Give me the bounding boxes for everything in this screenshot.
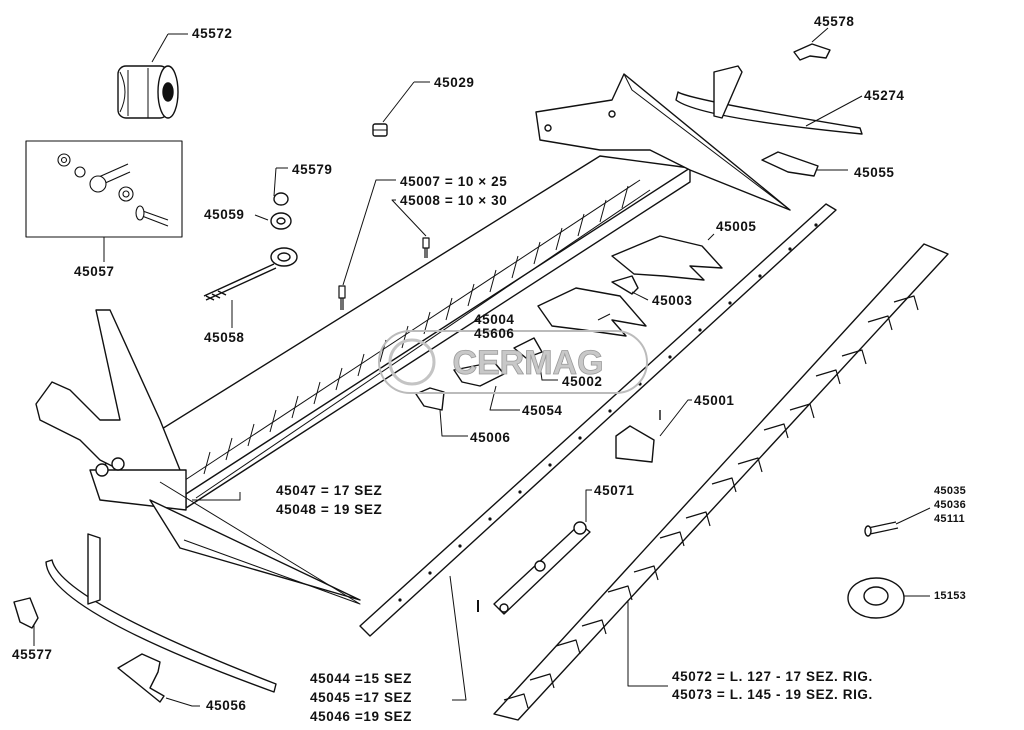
part-label-45046: 45046 =19 SEZ <box>310 709 412 724</box>
svg-text:CERMAG: CERMAG <box>452 344 603 382</box>
part-label-45007: 45007 = 10 × 25 <box>400 174 508 189</box>
part-label-45572: 45572 <box>192 26 233 41</box>
part-label-45057: 45057 <box>74 264 115 279</box>
part-label-45002: 45002 <box>562 374 603 389</box>
bushing-part <box>117 65 179 119</box>
knife-section-strip <box>493 243 949 721</box>
part-label-45058: 45058 <box>204 330 245 345</box>
part-label-45578: 45578 <box>814 14 855 29</box>
washer-parts <box>203 192 298 301</box>
part-label-45001: 45001 <box>694 393 735 408</box>
part-label-45048: 45048 = 19 SEZ <box>276 502 383 517</box>
part-label-45029: 45029 <box>434 75 475 90</box>
part-label-45059: 45059 <box>204 207 245 222</box>
part-label-45054: 45054 <box>522 403 563 418</box>
part-label-45008: 45008 = 10 × 30 <box>400 193 508 208</box>
part-label-45071: 45071 <box>594 483 635 498</box>
part-label-45073: 45073 = L. 145 - 19 SEZ. RIG. <box>672 687 873 702</box>
part-label-45111: 45111 <box>934 513 965 525</box>
part-label-45036: 45036 <box>934 499 967 511</box>
part-label-45606: 45606 <box>474 326 515 341</box>
part-label-45072: 45072 = L. 127 - 17 SEZ. RIG. <box>672 669 873 684</box>
nut-part <box>372 123 388 137</box>
part-label-45056: 45056 <box>206 698 247 713</box>
part-label-45044: 45044 =15 SEZ <box>310 671 412 686</box>
part-label-45274: 45274 <box>864 88 905 103</box>
knife-back-bar <box>359 203 837 637</box>
skid-left <box>45 533 277 693</box>
part-label-45577: 45577 <box>12 647 53 662</box>
part-label-45006: 45006 <box>470 430 511 445</box>
cutter-bar-frame <box>35 73 791 605</box>
part-label-45003: 45003 <box>652 293 693 308</box>
guard-parts <box>415 235 723 463</box>
cermag-watermark: CERMAG <box>378 330 648 394</box>
part-label-45005: 45005 <box>716 219 757 234</box>
part-label-45047: 45047 = 17 SEZ <box>276 483 383 498</box>
part-label-15153: 15153 <box>934 590 967 602</box>
part-label-45579: 45579 <box>292 162 333 177</box>
part-label-45004: 45004 <box>474 312 515 327</box>
part-label-45045: 45045 =17 SEZ <box>310 690 412 705</box>
knife-head <box>493 521 591 615</box>
skid-right <box>675 65 863 135</box>
part-label-45035: 45035 <box>934 485 967 497</box>
part-label-45055: 45055 <box>854 165 895 180</box>
